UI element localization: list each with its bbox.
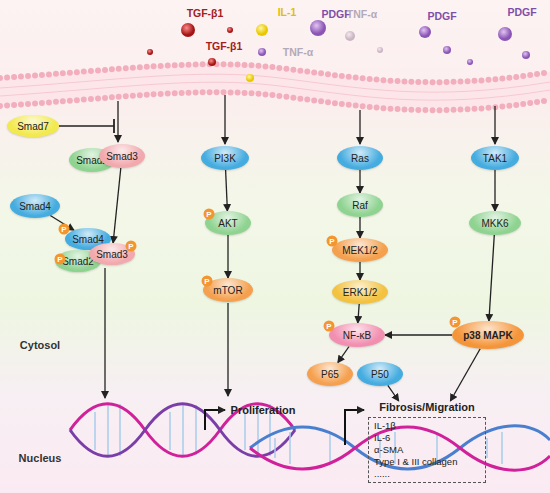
dna-helix	[70, 404, 550, 470]
signal-arrow	[359, 262, 360, 280]
ligand-name: TNF-α	[283, 46, 313, 58]
phospho-mark: P	[202, 276, 213, 287]
node-label: TAK1	[483, 153, 507, 164]
protein-ellipse: Smad3	[99, 144, 145, 168]
phospho-mark: P	[324, 321, 335, 332]
list-item: IL-1β	[374, 420, 480, 432]
protein-ellipse: MKK6	[469, 211, 521, 235]
signal-arrow	[359, 217, 360, 238]
node-label: Smad3	[96, 249, 128, 260]
phospho-mark: P	[327, 236, 338, 247]
ligand-dots	[147, 20, 530, 82]
node-label: Smad4	[72, 234, 104, 245]
dashed-list: IL-1βIL-6α-SMAType I & III collagen.....…	[368, 417, 486, 483]
protein-ellipse: Raf	[337, 193, 383, 217]
pathway-arrows	[59, 95, 495, 398]
protein-ellipse: P65	[307, 362, 353, 386]
node-label: PI3K	[214, 153, 236, 164]
signal-arrow	[385, 334, 452, 335]
node-label: P50	[371, 369, 389, 380]
ligand-name: TGF-β1	[187, 7, 224, 19]
signal-arrow	[227, 235, 228, 278]
ligand-name: PDGF	[427, 10, 456, 22]
signal-arrow	[338, 347, 349, 363]
phospho-mark: P	[204, 209, 215, 220]
membrane-heads	[0, 64, 550, 82]
node-label: P65	[321, 369, 339, 380]
node-label: MKK6	[481, 218, 508, 229]
signal-arrow	[450, 349, 480, 401]
node-label: Ras	[351, 153, 369, 164]
list-item: α-SMA	[374, 444, 480, 456]
protein-ellipse: TAK1	[471, 146, 519, 170]
protein-ellipse: Smad4	[10, 194, 60, 218]
node-label: p38 MAPK	[463, 330, 512, 341]
node-label: Raf	[352, 200, 368, 211]
outcome-label: Proliferation	[231, 404, 296, 416]
node-label: Smad7	[17, 121, 49, 132]
protein-ellipse: Smad7	[7, 115, 59, 137]
ligand-name: IL-1	[278, 6, 297, 18]
ligand-name: TNF-α	[347, 8, 377, 20]
node-label: MEK1/2	[342, 245, 378, 256]
region-label: Cytosol	[20, 339, 60, 351]
protein-ellipse: ERK1/2	[332, 280, 388, 304]
list-item: IL-6	[374, 432, 480, 444]
phospho-mark: P	[450, 317, 461, 328]
node-label: Smad4	[19, 201, 51, 212]
protein-ellipse: p38 MAPK	[452, 321, 524, 349]
node-label: mTOR	[213, 285, 242, 296]
ligand-name: PDGF	[507, 6, 536, 18]
protein-ellipse: Ras	[337, 146, 383, 170]
signal-arrow	[358, 304, 359, 323]
protein-ellipse: P50	[357, 362, 403, 386]
node-label: NF-κB	[343, 330, 371, 341]
protein-ellipse: NF-κB	[329, 323, 385, 347]
phospho-mark: P	[59, 224, 70, 235]
list-item: Type I & III collagen	[374, 456, 480, 468]
protein-ellipse: PI3K	[201, 146, 249, 170]
list-item: ......	[374, 468, 480, 480]
signal-arrow	[494, 170, 495, 211]
ligand-name: PDGF	[321, 8, 350, 20]
membrane-heads	[0, 92, 550, 110]
signal-arrow	[226, 170, 228, 211]
outcome-heading: Fibrosis/Migration	[368, 401, 486, 413]
phospho-mark: P	[126, 241, 137, 252]
signal-arrow	[388, 385, 399, 401]
protein-ellipse: MEK1/2	[332, 238, 388, 262]
phospho-mark: P	[55, 254, 66, 265]
outcome-box: Fibrosis/MigrationIL-1βIL-6α-SMAType I &…	[368, 401, 486, 483]
ligand-name: TGF-β1	[206, 40, 243, 52]
node-label: Smad3	[106, 151, 138, 162]
node-label: AKT	[218, 218, 237, 229]
node-label: ERK1/2	[343, 287, 377, 298]
signal-arrow	[113, 168, 121, 243]
region-label: Nucleus	[19, 452, 62, 464]
signal-arrow	[489, 235, 494, 321]
signal-arrow	[359, 170, 360, 193]
